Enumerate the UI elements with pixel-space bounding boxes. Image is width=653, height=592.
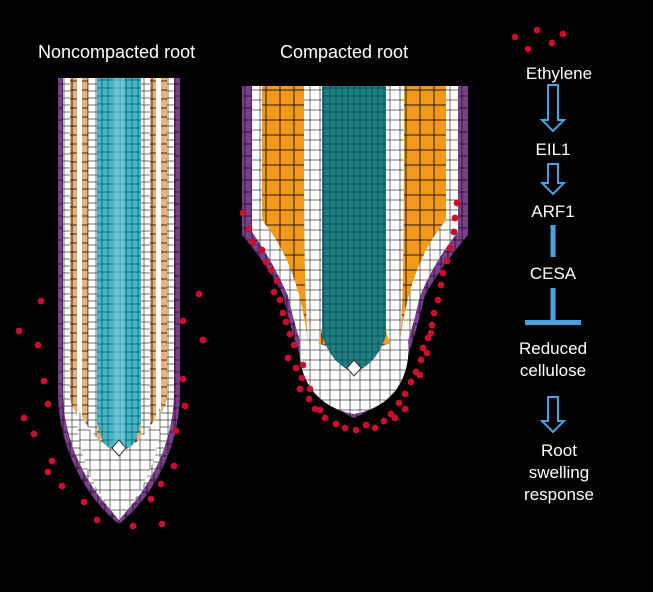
ethylene-dot xyxy=(548,39,556,47)
ethylene-dot xyxy=(58,482,66,490)
ethylene-dot xyxy=(276,296,284,304)
ethylene-dot xyxy=(20,414,28,422)
pathway-step-cesa: CESA xyxy=(529,264,577,283)
ethylene-dot xyxy=(371,424,379,432)
inhibit-cesa-to-cellulose xyxy=(525,288,581,325)
ethylene-dot xyxy=(559,30,567,38)
ethylene-dot xyxy=(249,238,257,246)
ethylene-dot xyxy=(179,317,187,325)
ethylene-dots xyxy=(15,26,567,530)
ethylene-dot xyxy=(147,495,155,503)
ethylene-dot xyxy=(170,462,178,470)
ethylene-dot xyxy=(439,269,447,277)
ethylene-dot xyxy=(437,281,445,289)
ethylene-dot xyxy=(401,405,409,413)
ethylene-dot xyxy=(450,228,458,236)
ethylene-dot xyxy=(30,430,38,438)
ethylene-dot xyxy=(296,385,304,393)
ethylene-dot xyxy=(341,424,349,432)
ethylene-dot xyxy=(270,288,278,296)
ethylene-dot xyxy=(239,209,247,217)
ethylene-dot xyxy=(524,45,532,53)
ethylene-dot xyxy=(292,364,300,372)
ethylene-dot xyxy=(40,377,48,385)
ethylene-dot xyxy=(284,354,292,362)
ethylene-dot xyxy=(179,375,187,383)
pathway-arrows xyxy=(525,84,581,434)
ethylene-dot xyxy=(332,420,340,428)
compacted-root-title: Compacted root xyxy=(280,42,409,62)
ethylene-dot xyxy=(34,341,42,349)
ethylene-dot xyxy=(352,426,360,434)
ethylene-dot xyxy=(427,329,435,337)
ethylene-dot xyxy=(37,297,45,305)
ethylene-dot xyxy=(282,318,290,326)
ethylene-dot xyxy=(172,427,180,435)
ethylene-dot xyxy=(305,395,313,403)
ethylene-dot xyxy=(44,400,52,408)
ethylene-dot xyxy=(158,520,166,528)
ethylene-dot xyxy=(419,344,427,352)
ethylene-dot xyxy=(290,341,298,349)
ethylene-dot xyxy=(316,406,324,414)
ethylene-dot xyxy=(157,480,165,488)
ethylene-dot xyxy=(181,402,189,410)
ethylene-dot xyxy=(129,522,137,530)
ethylene-dot xyxy=(430,309,438,317)
ethylene-dot xyxy=(44,468,52,476)
ethylene-dot xyxy=(267,266,275,274)
ethylene-dot xyxy=(407,378,415,386)
ethylene-dot xyxy=(245,225,253,233)
ethylene-dot xyxy=(395,399,403,407)
pathway-step-root-swelling: Root swelling response xyxy=(524,441,594,504)
ethylene-dot xyxy=(453,199,461,207)
ethylene-dot xyxy=(262,258,270,266)
ethylene-dot xyxy=(511,33,519,41)
ethylene-dot xyxy=(299,361,307,369)
link-arf1-to-cesa xyxy=(550,225,556,257)
ethylene-dot xyxy=(434,296,442,304)
ethylene-dot xyxy=(195,290,203,298)
ethylene-dot xyxy=(48,457,56,465)
ethylene-dot xyxy=(273,277,281,285)
ethylene-dot xyxy=(279,309,287,317)
ethylene-dot xyxy=(533,26,541,34)
ethylene-dot xyxy=(443,257,451,265)
ethylene-dot xyxy=(451,214,459,222)
ethylene-dot xyxy=(298,374,306,382)
ethylene-dot xyxy=(401,390,409,398)
ethylene-dot xyxy=(428,321,436,329)
ethylene-dot xyxy=(446,244,454,252)
ethylene-dot xyxy=(199,336,207,344)
ethylene-dot xyxy=(286,330,294,338)
ethylene-dot xyxy=(258,246,266,254)
arrow-cellulose-to-swelling xyxy=(539,396,567,434)
pathway-step-arf1: ARF1 xyxy=(531,202,575,221)
ethylene-dot xyxy=(423,349,431,357)
noncompacted-root xyxy=(58,78,180,524)
ethylene-dot xyxy=(362,421,370,429)
ethylene-dot xyxy=(93,516,101,524)
arrow-eil1-to-arf1 xyxy=(539,163,567,196)
ethylene-dot xyxy=(321,414,329,422)
pathway-step-ethylene: Ethylene xyxy=(525,64,593,83)
pathway-step-reduced-cellulose: Reduced cellulose xyxy=(518,339,588,380)
ethylene-dot xyxy=(416,371,424,379)
ethylene-dot xyxy=(424,334,432,342)
pathway-step-eil1: EIL1 xyxy=(535,140,571,159)
ethylene-dot xyxy=(380,417,388,425)
ethylene-dot xyxy=(417,356,425,364)
ethylene-dot xyxy=(306,385,314,393)
noncompacted-root-title: Noncompacted root xyxy=(38,42,196,62)
arrow-ethylene-to-eil1 xyxy=(539,84,567,133)
ethylene-dot xyxy=(15,327,23,335)
ethylene-dot xyxy=(80,498,88,506)
ethylene-dot xyxy=(391,414,399,422)
compacted-root xyxy=(242,86,468,418)
